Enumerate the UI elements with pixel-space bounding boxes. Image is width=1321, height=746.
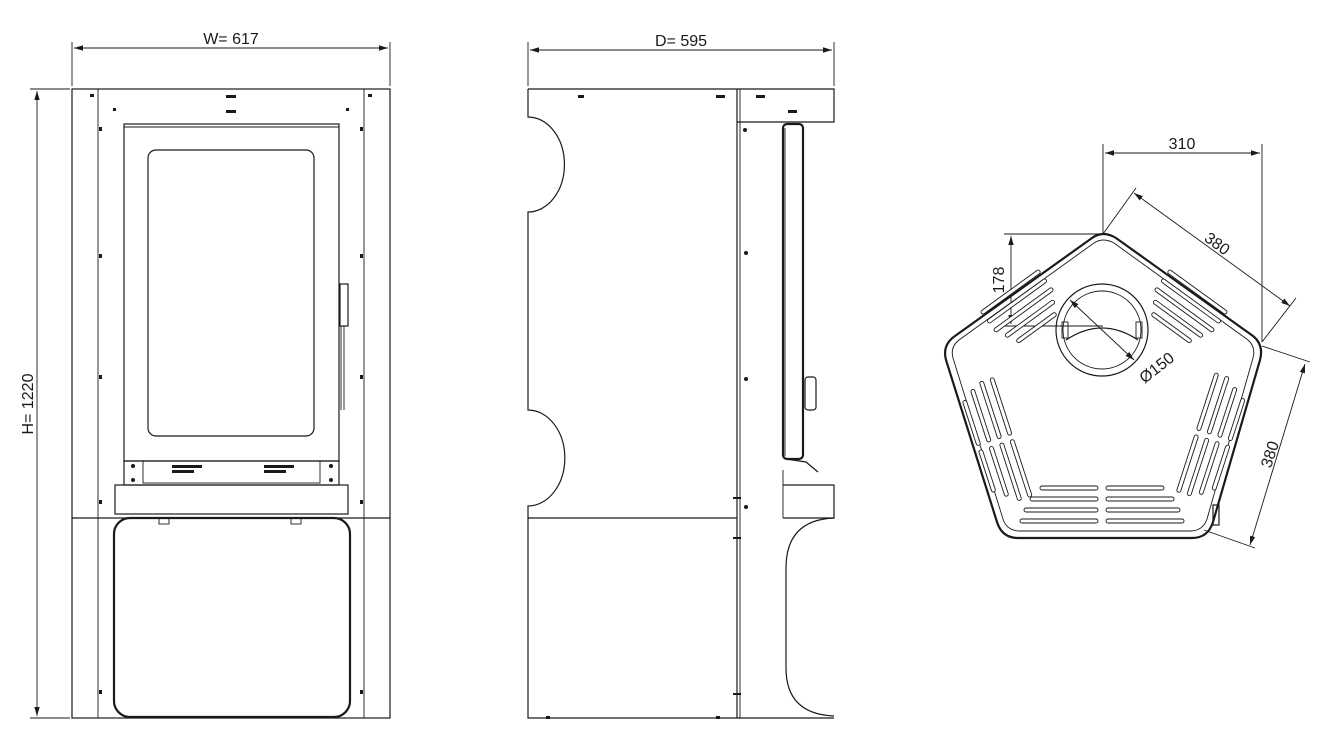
top-pentagon-outline xyxy=(943,232,1263,540)
top-view: 310 380 380 178 xyxy=(943,136,1311,549)
door-frame xyxy=(123,123,340,462)
top-view-handle xyxy=(1212,504,1220,526)
depth-dimension: D= 595 xyxy=(527,33,835,86)
width-dimension: W= 617 xyxy=(71,31,391,86)
height-label: H= 1220 xyxy=(20,373,37,434)
front-view: W= 617 H= 1220 xyxy=(20,31,391,719)
handle-profile xyxy=(804,376,817,411)
side-body-outline xyxy=(527,88,835,719)
glass-panel xyxy=(147,149,315,437)
stove-body-outline xyxy=(71,88,391,719)
grate-slots xyxy=(962,269,1246,524)
diameter-label: Ø150 xyxy=(1137,350,1178,388)
base-plate xyxy=(114,484,349,515)
width-label: W= 617 xyxy=(203,31,259,48)
flue-collar: Ø150 xyxy=(1055,283,1178,388)
dim-310-label: 310 xyxy=(1169,136,1196,153)
dim-178: 178 xyxy=(991,233,1103,327)
dim-178-label: 178 xyxy=(991,267,1008,294)
door-profile xyxy=(781,122,805,461)
side-view: D= 595 xyxy=(527,33,835,719)
height-dimension: H= 1220 xyxy=(20,88,70,719)
depth-label: D= 595 xyxy=(655,33,707,50)
dim-380-top-label: 380 xyxy=(1201,230,1233,260)
door-handle xyxy=(339,283,349,327)
log-store-opening xyxy=(112,516,352,719)
dim-380-right-label: 380 xyxy=(1259,439,1283,470)
air-control-strip xyxy=(123,460,340,486)
dim-380-right: 380 xyxy=(1203,345,1311,549)
